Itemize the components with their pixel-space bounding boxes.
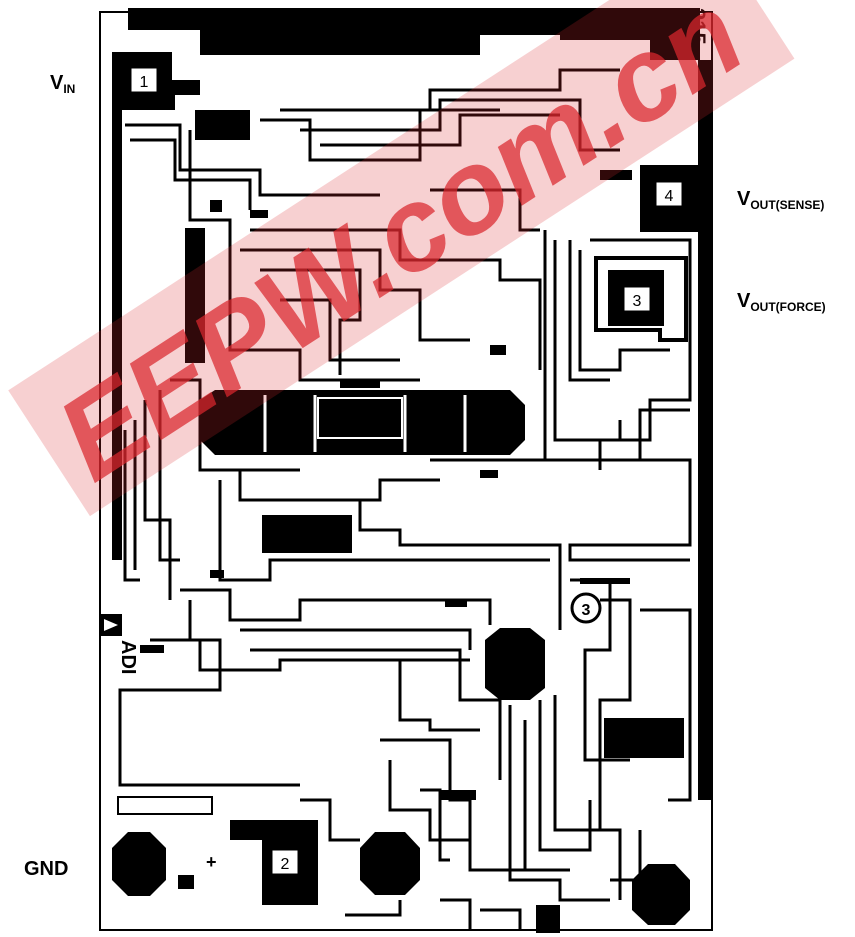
pin-label-vin: VIN — [50, 72, 75, 96]
vout-force-sub: OUT(FORCE) — [750, 300, 826, 314]
small-metal-marks — [140, 170, 632, 800]
pin-label-vout-force: VOUT(FORCE) — [737, 290, 826, 314]
pin-label-vout-sense: VOUT(SENSE) — [737, 188, 824, 212]
vout-force-main: V — [737, 290, 751, 312]
pad-4-window — [655, 181, 683, 207]
vin-sub: IN — [63, 82, 76, 96]
vout-sense-main: V — [737, 188, 751, 210]
vout-sense-sub: OUT(SENSE) — [750, 198, 825, 212]
pad-1-window — [130, 67, 158, 93]
pad-1-label: 1 — [140, 74, 149, 91]
watermark-band — [8, 0, 795, 517]
device-octagon-3 — [485, 628, 545, 700]
device-block-3 — [195, 110, 250, 140]
adi-logo: ADI — [100, 614, 139, 674]
die-marking: 215 — [685, 8, 710, 45]
device-block-4 — [604, 718, 684, 758]
pad-2-label: 2 — [281, 856, 290, 873]
pad-3-label: 3 — [633, 293, 642, 310]
circled-symbol — [570, 592, 602, 624]
device-octagon-1 — [360, 832, 420, 895]
vin-main: V — [50, 72, 64, 94]
svg-text:3: 3 — [582, 602, 591, 619]
device-block-2 — [185, 228, 205, 363]
pad-4-label: 4 — [665, 188, 674, 205]
gnd-small-square — [178, 875, 194, 889]
right-edge-metal — [698, 60, 712, 800]
pad-3-window — [623, 286, 651, 312]
power-transistor-row — [200, 390, 525, 455]
pad-2-window — [271, 849, 299, 875]
logo-text: ADI — [117, 640, 139, 674]
pin-label-gnd: GND — [24, 858, 68, 881]
interconnect-traces — [118, 68, 692, 930]
plus-mark: + — [206, 852, 217, 872]
top-metal-bus — [128, 8, 700, 60]
vin-metal — [112, 52, 200, 560]
gnd-main: GND — [24, 858, 69, 880]
test-rectangle — [117, 796, 213, 815]
bottom-tab — [536, 905, 560, 933]
gnd-device — [112, 832, 166, 896]
device-block-1 — [262, 515, 352, 553]
device-octagon-2 — [632, 864, 690, 925]
